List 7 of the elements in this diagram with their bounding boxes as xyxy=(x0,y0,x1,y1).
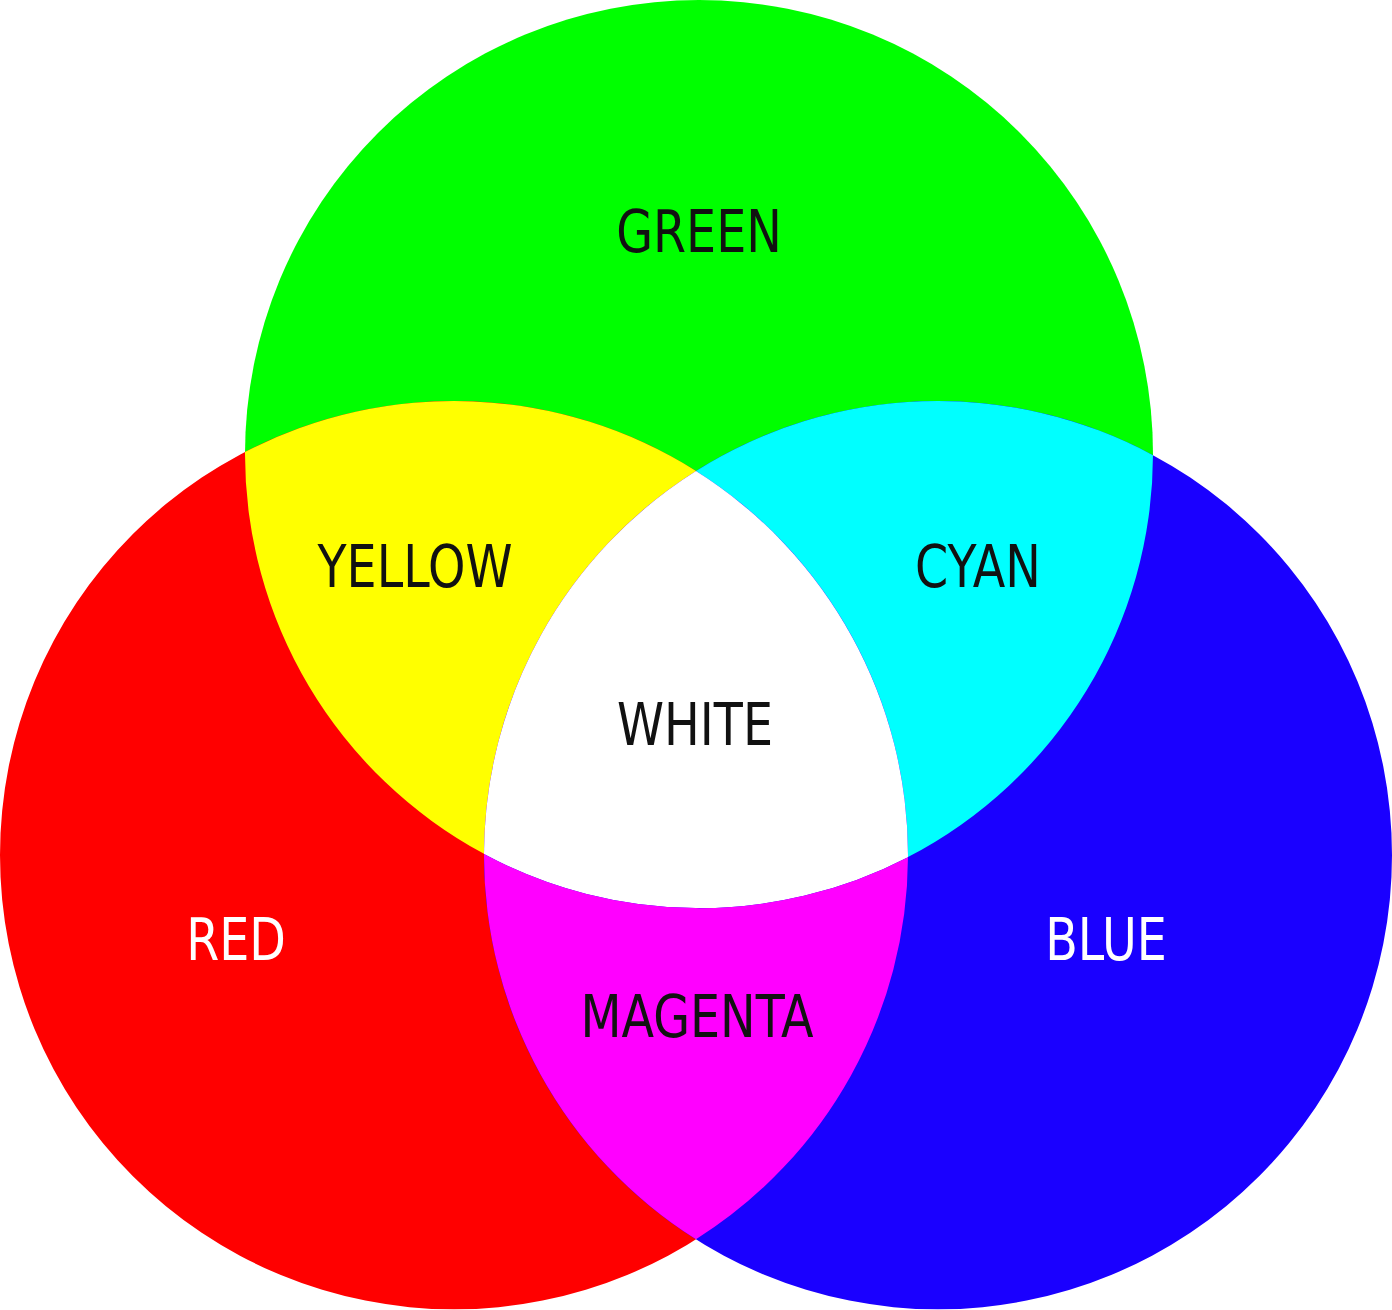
color-label: YELLOW xyxy=(317,538,513,596)
color-label: BLUE xyxy=(1045,911,1167,969)
color-label: MAGENTA xyxy=(580,988,814,1046)
color-label: RED xyxy=(186,911,286,969)
color-label: CYAN xyxy=(915,538,1041,596)
color-label: GREEN xyxy=(616,203,782,261)
color-label: WHITE xyxy=(617,696,773,754)
